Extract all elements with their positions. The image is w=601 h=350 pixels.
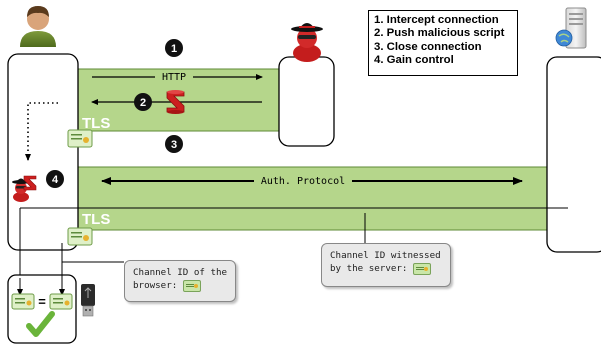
steps-legend: 1. Intercept connection 2. Push maliciou… xyxy=(368,10,518,76)
svg-text:3: 3 xyxy=(171,139,177,151)
tls-label-top: TLS xyxy=(82,115,110,132)
step-marker-3: 3 xyxy=(165,135,183,153)
server-icon xyxy=(555,7,587,49)
svg-text:1: 1 xyxy=(171,43,177,55)
server-channel-id-callout: Channel ID witnessed by the server: xyxy=(321,243,451,287)
step-marker-2: 2 xyxy=(134,93,152,111)
certificate-icon-compare-right xyxy=(49,293,73,310)
http-label: HTTP xyxy=(162,72,186,83)
svg-text:2: 2 xyxy=(140,97,146,109)
certificate-icon-top xyxy=(67,129,93,148)
certificate-icon-bottom xyxy=(67,227,93,246)
certificate-icon-compare-left xyxy=(11,293,35,310)
certificate-icon xyxy=(413,262,431,275)
callout-text-row: browser: xyxy=(133,279,227,292)
auth-protocol-label: Auth. Protocol xyxy=(261,176,345,187)
attacker-icon-client xyxy=(12,178,30,202)
client-box xyxy=(7,53,79,251)
legend-item: 2. Push malicious script xyxy=(374,27,505,40)
callout-text: Channel ID of the xyxy=(133,267,228,278)
browser-channel-id-callout: Channel ID of the browser: xyxy=(124,260,236,302)
equals-sign: = xyxy=(38,294,46,309)
server-box xyxy=(546,56,601,253)
callout-text: by the server: xyxy=(330,263,408,274)
usb-token-icon xyxy=(81,284,95,317)
tls-label-bottom: TLS xyxy=(82,211,110,228)
dotted-script-path xyxy=(25,102,58,161)
malicious-script-icon xyxy=(166,90,185,114)
callout-text: browser: xyxy=(133,280,178,291)
checkmark-icon xyxy=(26,311,55,337)
attacker-endpoint-box xyxy=(278,56,335,147)
legend-item: 4. Gain control xyxy=(374,54,454,67)
attacker-icon xyxy=(291,23,323,62)
certificate-icon xyxy=(182,279,201,292)
legend-item: 3. Close connection xyxy=(374,40,482,53)
step-marker-4: 4 xyxy=(46,170,64,188)
legend-item: 1. Intercept connection xyxy=(374,14,499,26)
malicious-script-icon-client xyxy=(23,175,37,191)
callout-text: Channel ID witnessed xyxy=(330,250,441,261)
user-icon xyxy=(20,6,56,47)
step-marker-1: 1 xyxy=(165,39,183,57)
svg-text:4: 4 xyxy=(52,174,59,186)
callout-text-row: by the server: xyxy=(330,262,442,275)
